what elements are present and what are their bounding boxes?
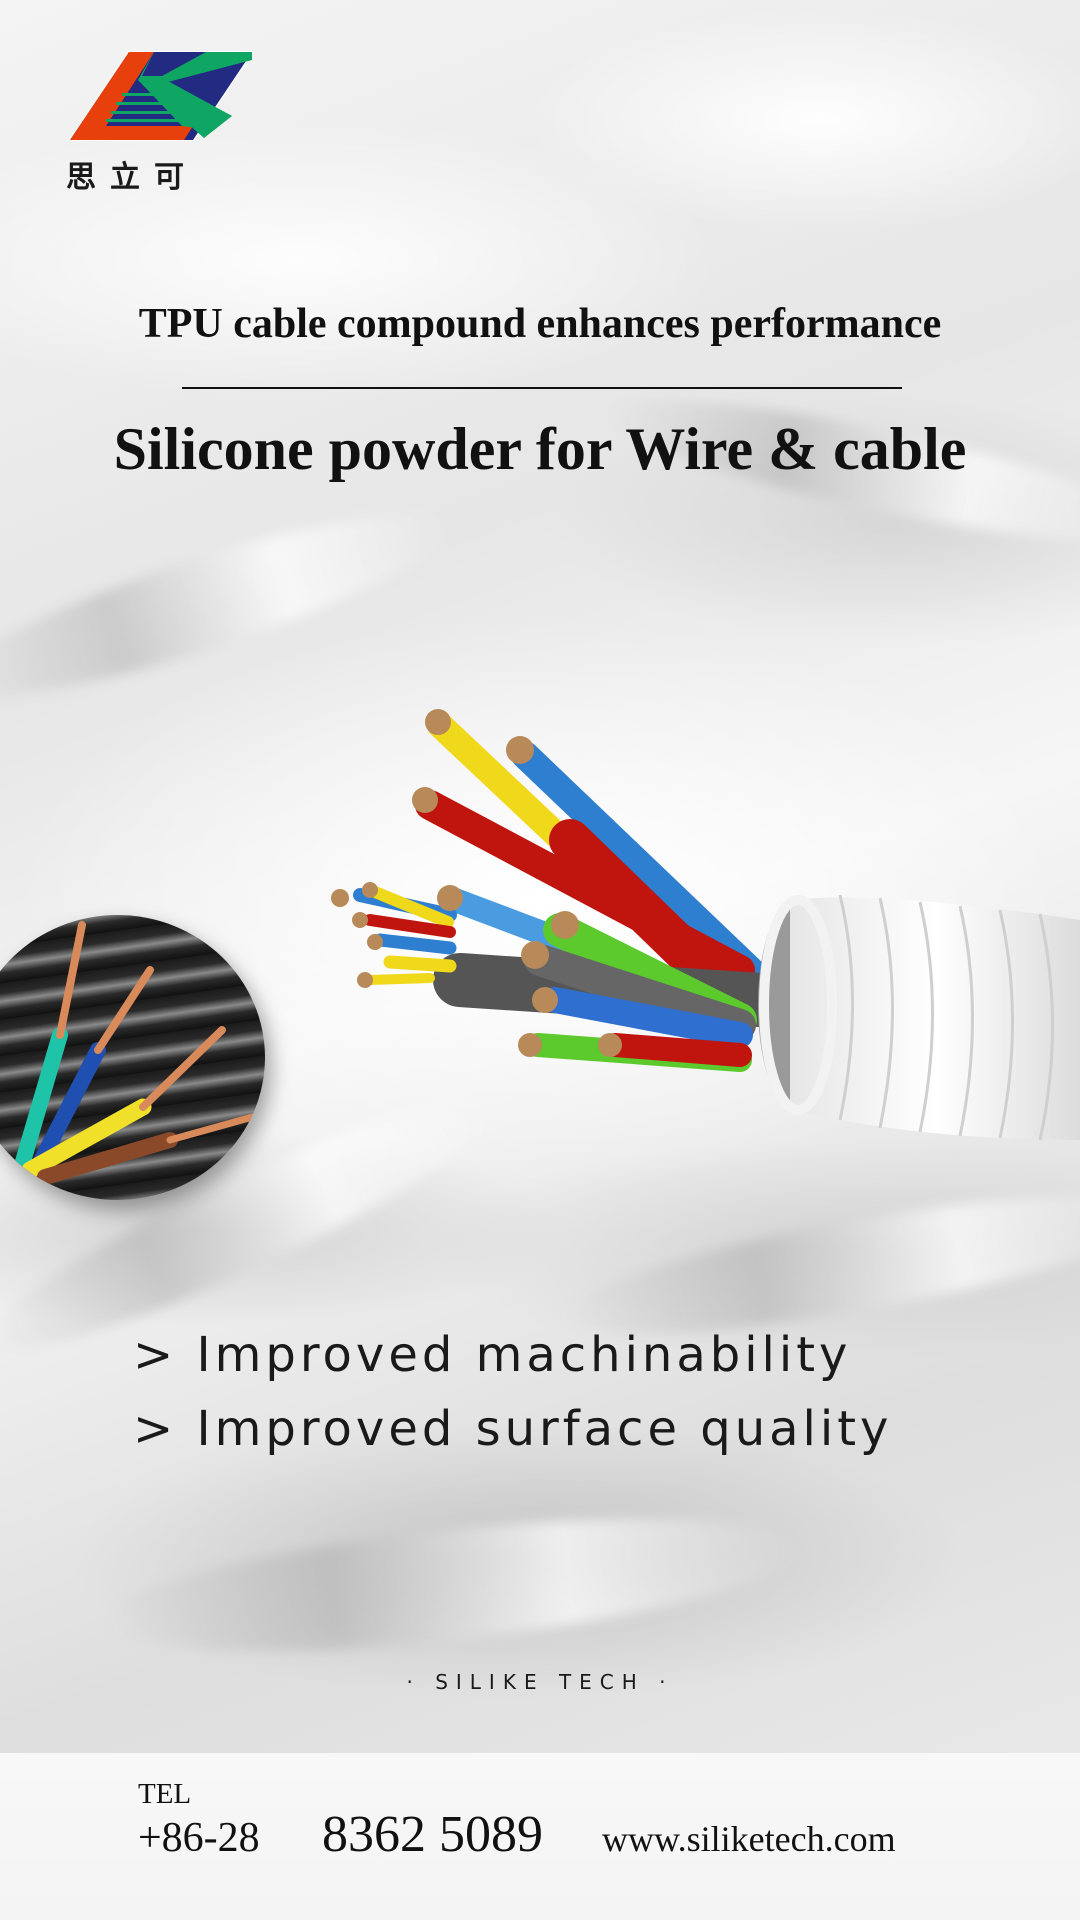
four-core-wire-icon bbox=[14, 921, 264, 1185]
feature-item: > Improved surface quality bbox=[133, 1392, 892, 1466]
feature-text: Improved surface quality bbox=[196, 1401, 893, 1457]
feature-list: > Improved machinability > Improved surf… bbox=[133, 1318, 892, 1466]
page-subtitle: TPU cable compound enhances performance bbox=[138, 301, 942, 347]
tel-country-code: +86-28 bbox=[138, 1815, 260, 1861]
brand-tagline: · SILIKE TECH · bbox=[406, 1670, 674, 1694]
tel-label: TEL bbox=[138, 1778, 192, 1810]
website-link[interactable]: www.siliketech.com bbox=[602, 1819, 896, 1859]
four-core-wire-inset bbox=[0, 915, 265, 1200]
feature-bullet: > bbox=[133, 1401, 178, 1457]
divider bbox=[182, 387, 902, 389]
feature-text: Improved machinability bbox=[196, 1327, 852, 1383]
multi-core-cable-icon bbox=[331, 709, 1080, 1141]
tel-number[interactable]: 8362 5089 bbox=[322, 1806, 543, 1863]
page-title: Silicone powder for Wire & cable bbox=[113, 416, 967, 482]
logo-chinese-name: 思立可 bbox=[66, 160, 198, 195]
feature-item: > Improved machinability bbox=[133, 1318, 892, 1392]
silike-logo-icon bbox=[68, 51, 254, 141]
contact-footer bbox=[0, 1753, 1080, 1920]
feature-bullet: > bbox=[133, 1327, 178, 1383]
